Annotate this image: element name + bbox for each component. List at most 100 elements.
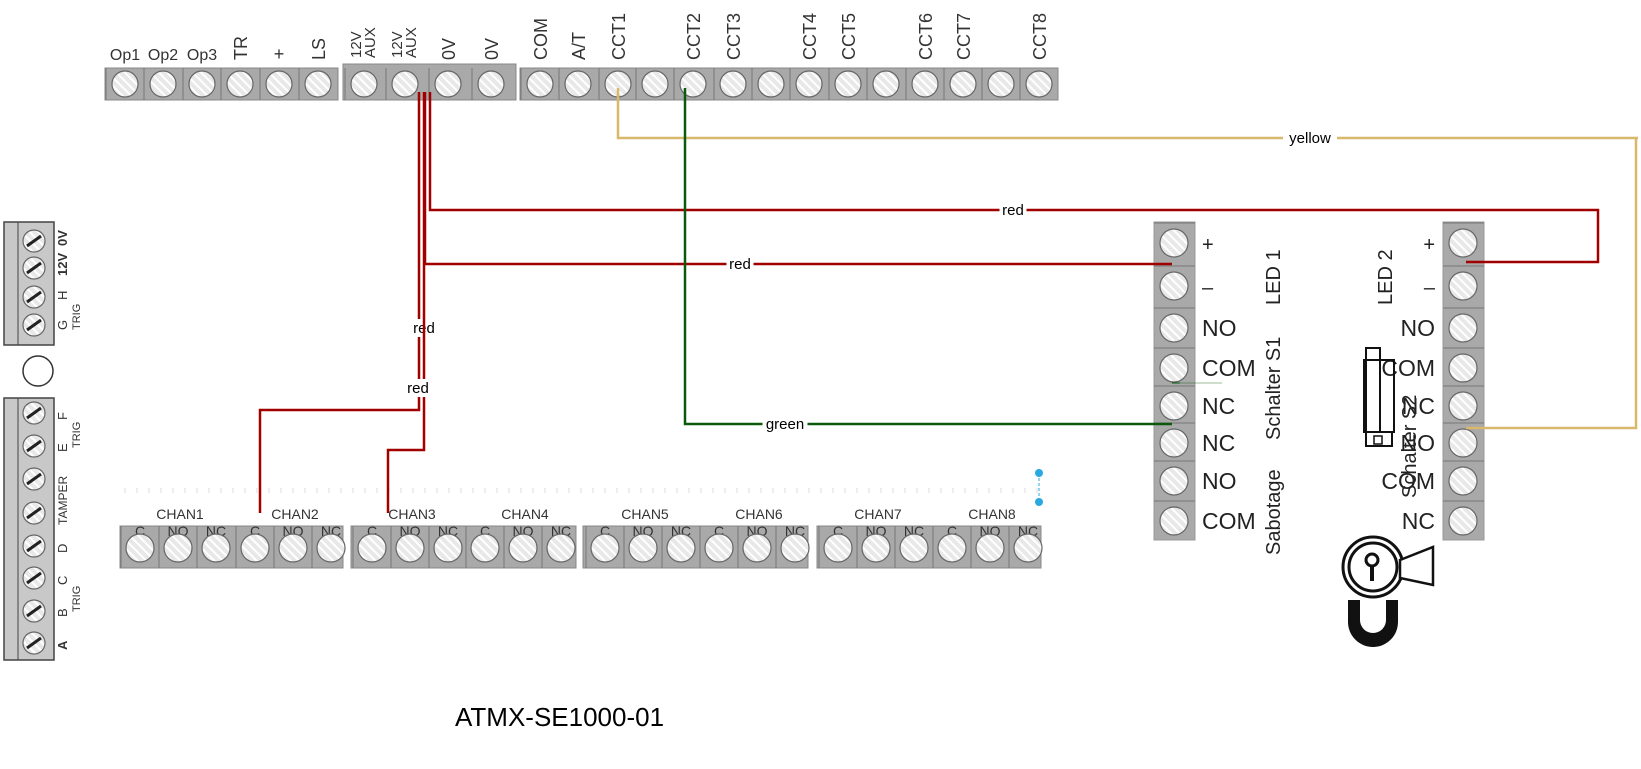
left-terminal-h[interactable] (22, 285, 46, 309)
screw-head-icon (911, 70, 939, 98)
terminal-label: CCT7 (954, 13, 974, 60)
wire-label-red-1: red (1002, 202, 1024, 219)
device-left-label: – (1202, 277, 1214, 299)
terminal-label: COM (531, 18, 551, 60)
channel-terminal-chan2-c[interactable] (240, 533, 270, 563)
channel-terminal-chan1-no[interactable] (163, 533, 193, 563)
screw-head-icon (316, 533, 346, 563)
channel-terminal-chan4-nc[interactable] (546, 533, 576, 563)
top-terminal-a-t[interactable] (564, 70, 592, 98)
left-terminal-g[interactable] (22, 313, 46, 337)
channel-terminal-chan6-no[interactable] (742, 533, 772, 563)
device-right-label: NO (1401, 315, 1436, 341)
channel-terminal-chan6-nc[interactable] (780, 533, 810, 563)
top-terminal-12v-aux[interactable] (391, 70, 419, 98)
channel-terminal-chan8-no[interactable] (975, 533, 1005, 563)
channel-terminal-chan3-no[interactable] (395, 533, 425, 563)
top-terminal-cct5[interactable] (834, 70, 862, 98)
top-terminal-12v-aux[interactable] (350, 70, 378, 98)
channel-terminal-chan7-c[interactable] (823, 533, 853, 563)
top-terminal-ls[interactable] (304, 70, 332, 98)
screw-head-icon (1448, 506, 1478, 536)
top-terminal-cct4[interactable] (795, 70, 823, 98)
terminal-label: CCT3 (724, 13, 744, 60)
channel-terminal-chan1-c[interactable] (125, 533, 155, 563)
device-right-terminal-7[interactable] (1448, 466, 1478, 496)
device-left-terminal-2[interactable] (1159, 271, 1189, 301)
top-terminal-cct6[interactable] (911, 70, 939, 98)
top-terminal-op2[interactable] (149, 70, 177, 98)
device-left-terminal-6[interactable] (1159, 428, 1189, 458)
channel-terminal-chan5-no[interactable] (628, 533, 658, 563)
device-right-terminal-5[interactable] (1448, 391, 1478, 421)
schalter-s2-label: Schalter S2 (1399, 395, 1421, 498)
top-terminal-unlabeled[interactable] (872, 70, 900, 98)
top-terminal-com[interactable] (526, 70, 554, 98)
left-terminal-b[interactable] (22, 566, 46, 590)
device-right-label: NC (1402, 393, 1435, 419)
screw-head-icon (872, 70, 900, 98)
top-terminal-tr[interactable] (226, 70, 254, 98)
device-right-terminal-6[interactable] (1448, 428, 1478, 458)
channel-terminal-chan2-nc[interactable] (316, 533, 346, 563)
channel-terminal-chan3-nc[interactable] (433, 533, 463, 563)
top-terminal-unlabeled[interactable] (987, 70, 1015, 98)
led2-label: LED 2 (1375, 249, 1397, 305)
screw-head-icon (641, 70, 669, 98)
top-terminal-cct8[interactable] (1025, 70, 1053, 98)
left-terminal-f[interactable] (22, 401, 46, 425)
left-terminal-12v[interactable] (22, 256, 46, 280)
wire-w-red-1 (428, 92, 1600, 264)
top-terminal-op3[interactable] (188, 70, 216, 98)
top-terminal-cct7[interactable] (949, 70, 977, 98)
contact-label: C (367, 523, 377, 539)
device-left-terminal-3[interactable] (1159, 313, 1189, 343)
top-terminal--[interactable] (265, 70, 293, 98)
key-lock-icon (1341, 535, 1435, 647)
channel-terminal-chan5-nc[interactable] (666, 533, 696, 563)
channel-terminal-chan7-no[interactable] (861, 533, 891, 563)
left-terminal-tamper[interactable] (22, 467, 46, 491)
device-right-terminal-3[interactable] (1448, 313, 1478, 343)
left-terminal-a[interactable] (22, 631, 46, 655)
device-right-terminal-4[interactable] (1448, 353, 1478, 383)
terminal-label: G (55, 320, 70, 330)
top-terminal-0v[interactable] (477, 70, 505, 98)
screw-head-icon (188, 70, 216, 98)
resize-handle[interactable] (1035, 498, 1043, 506)
device-right-terminal-1[interactable] (1448, 228, 1478, 258)
top-terminal-cct2[interactable] (679, 70, 707, 98)
channel-terminal-chan6-c[interactable] (704, 533, 734, 563)
channel-terminal-chan1-nc[interactable] (201, 533, 231, 563)
top-terminal-unlabeled[interactable] (757, 70, 785, 98)
screw-head-icon (163, 533, 193, 563)
device-right-terminal-2[interactable] (1448, 271, 1478, 301)
left-terminal-a[interactable] (22, 599, 46, 623)
top-terminal-cct3[interactable] (719, 70, 747, 98)
terminal-label: CCT2 (684, 13, 704, 60)
channel-terminal-chan3-c[interactable] (357, 533, 387, 563)
left-terminal-d[interactable] (22, 501, 46, 525)
device-left-terminal-4[interactable] (1159, 353, 1189, 383)
channel-terminal-chan2-no[interactable] (278, 533, 308, 563)
contact-label: C (250, 523, 260, 539)
device-left-terminal-8[interactable] (1159, 506, 1189, 536)
channel-terminal-chan8-c[interactable] (937, 533, 967, 563)
left-terminal-0v[interactable] (22, 229, 46, 253)
left-terminal-c[interactable] (22, 534, 46, 558)
top-terminal-unlabeled[interactable] (641, 70, 669, 98)
channel-terminal-chan4-c[interactable] (470, 533, 500, 563)
channel-terminal-chan7-nc[interactable] (899, 533, 929, 563)
device-left-terminal-7[interactable] (1159, 466, 1189, 496)
device-left-terminal-5[interactable] (1159, 391, 1189, 421)
device-left-terminal-1[interactable] (1159, 228, 1189, 258)
top-terminal-0v[interactable] (434, 70, 462, 98)
screw-head-icon (1448, 428, 1478, 458)
left-terminal-e[interactable] (22, 434, 46, 458)
channel-terminal-chan5-c[interactable] (590, 533, 620, 563)
channel-terminal-chan4-no[interactable] (508, 533, 538, 563)
channel-terminal-chan8-nc[interactable] (1013, 533, 1043, 563)
screw-head-icon (201, 533, 231, 563)
device-right-terminal-8[interactable] (1448, 506, 1478, 536)
top-terminal-op1[interactable] (111, 70, 139, 98)
